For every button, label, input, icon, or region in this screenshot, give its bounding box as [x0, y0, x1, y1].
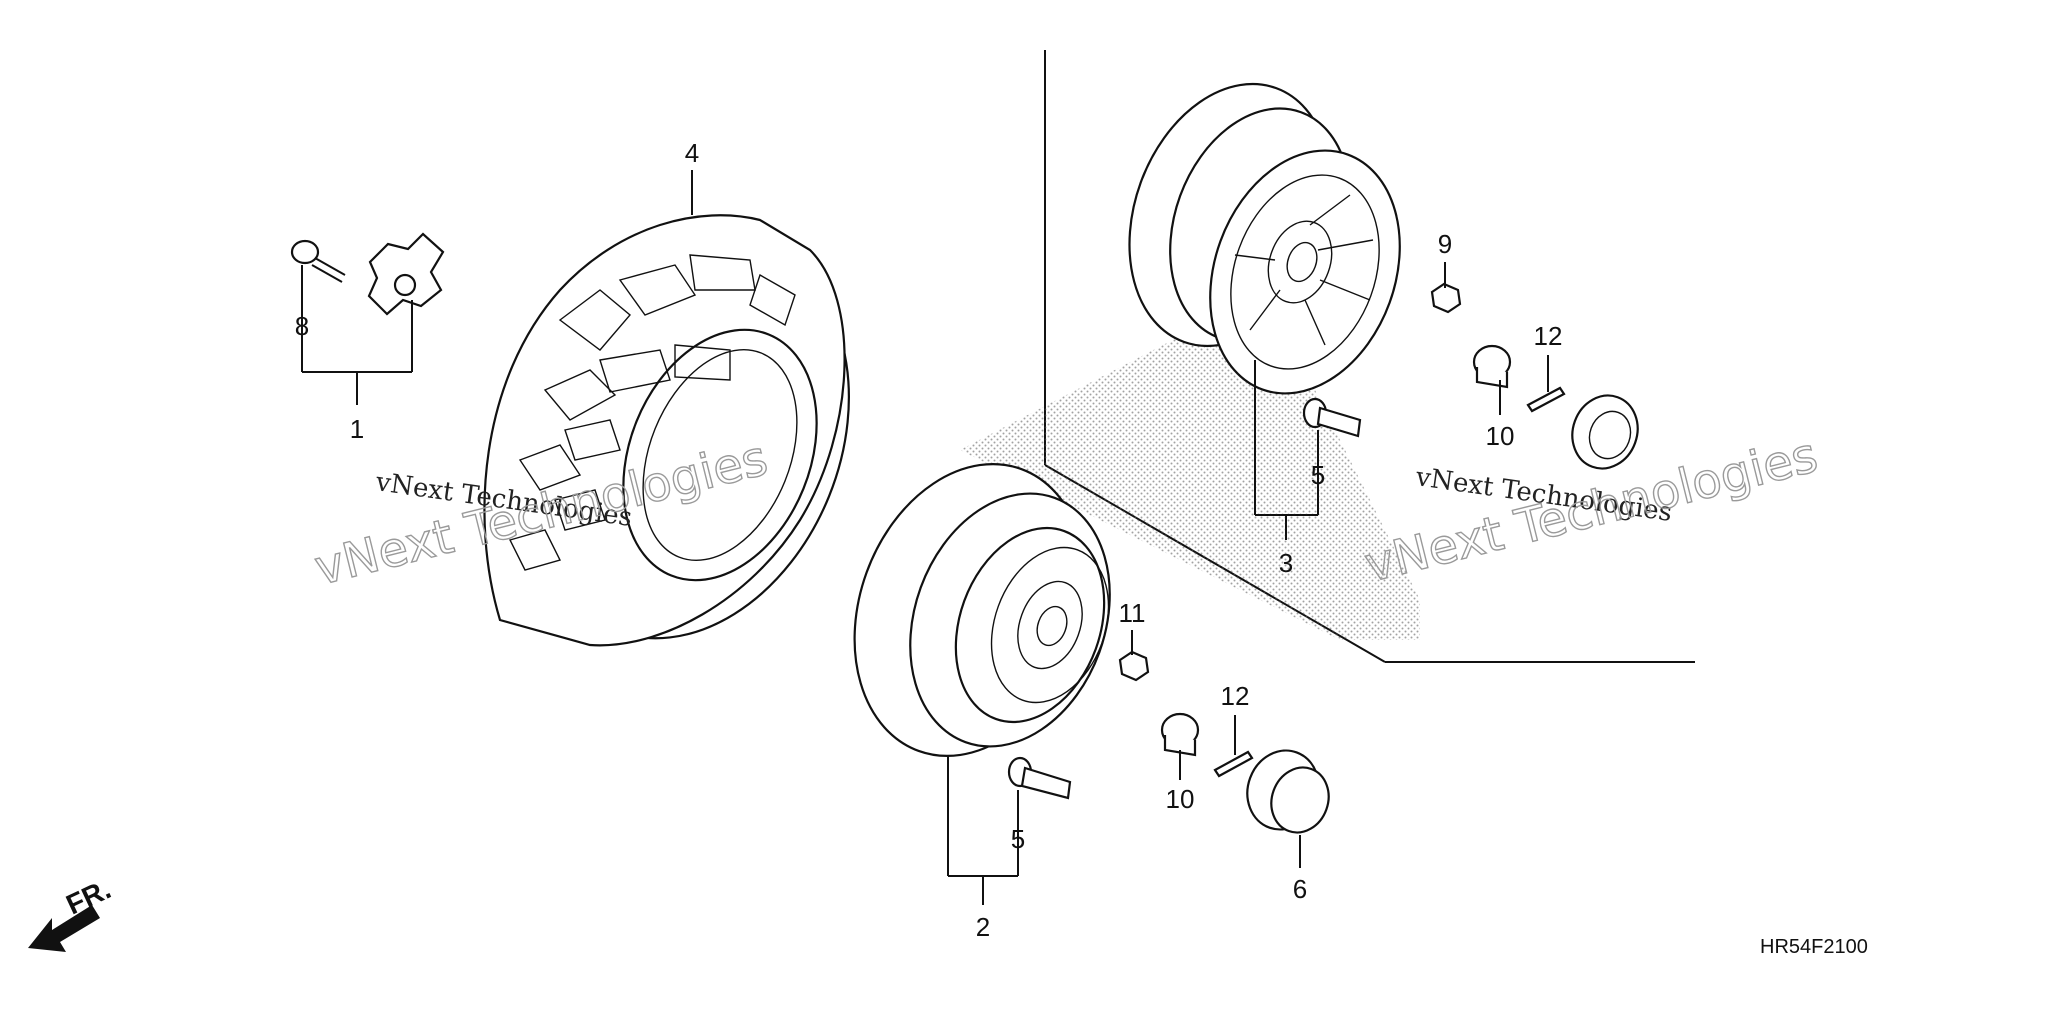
leader-lines: [301, 170, 1549, 905]
front-arrow-icon: [28, 905, 100, 952]
callout-8: 8: [295, 311, 309, 341]
callout-6: 6: [1293, 874, 1307, 904]
callout-10-main: 10: [1166, 784, 1195, 814]
nut-part-11: [1118, 650, 1150, 682]
hub-plate: [367, 232, 445, 316]
callout-9: 9: [1438, 229, 1452, 259]
valve-part-5-inset: [1302, 397, 1362, 438]
castle-nut-part-10-inset: [1472, 344, 1512, 389]
castle-nut-part-10-main: [1160, 712, 1200, 757]
callout-10-inset: 10: [1486, 421, 1515, 451]
diagram-code: HR54F2100: [1760, 936, 1868, 958]
cotter-pin-part-12-inset: [1526, 386, 1566, 413]
cap-inset: [1571, 394, 1639, 470]
callout-4: 4: [685, 138, 699, 168]
callout-12-main: 12: [1221, 681, 1250, 711]
cap-part-6-main: [1246, 749, 1330, 834]
tire-part-4: [483, 214, 850, 647]
callout-1: 1: [350, 414, 364, 444]
bolt-part-8: [290, 239, 346, 283]
wheel-part-3: [1128, 82, 1401, 395]
callout-12-inset: 12: [1534, 321, 1563, 351]
wheel-part-2: [853, 463, 1111, 757]
cotter-pin-part-12-main: [1213, 750, 1254, 778]
valve-part-5-main: [1007, 756, 1072, 800]
callout-11: 11: [1119, 598, 1146, 628]
callout-5-main: 5: [1011, 824, 1025, 854]
callout-3: 3: [1279, 548, 1293, 578]
callout-2: 2: [976, 912, 990, 942]
nut-part-9: [1430, 282, 1462, 314]
callout-5-inset: 5: [1311, 460, 1325, 490]
front-label: FR.: [61, 873, 115, 920]
